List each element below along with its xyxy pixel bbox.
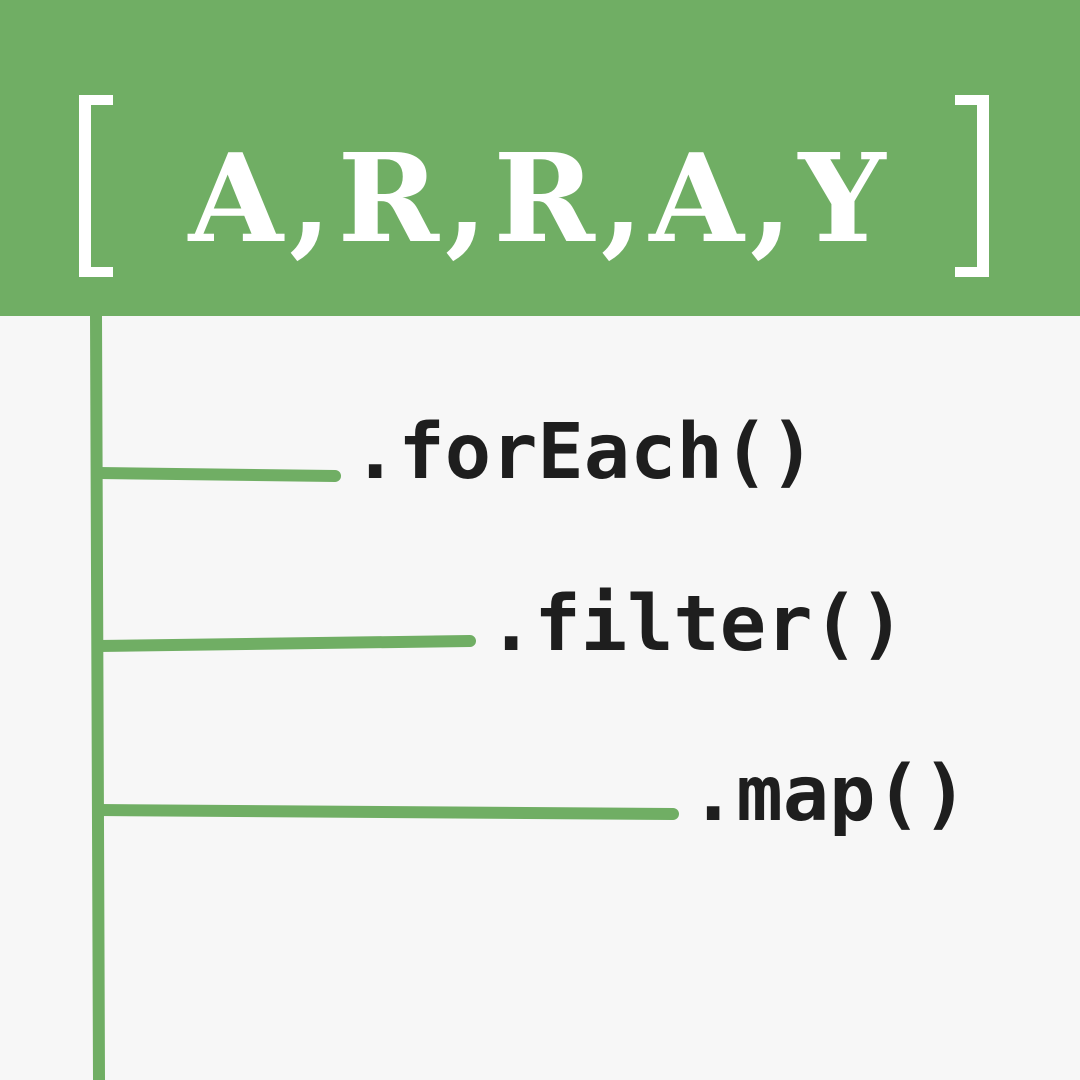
right-bracket (955, 95, 989, 277)
array-title: A,R,R,A,Y (188, 126, 892, 270)
branch-line-foreach (93, 467, 341, 482)
branch-line-map (93, 804, 679, 820)
title-banner: A,R,R,A,Y (0, 0, 1080, 316)
trunk-line (90, 310, 105, 1080)
branch-line-filter (93, 635, 476, 652)
left-bracket (79, 95, 113, 277)
method-foreach-label: .forEach() (352, 408, 816, 497)
method-map-label: .map() (690, 750, 969, 839)
method-filter-label: .filter() (488, 580, 906, 669)
